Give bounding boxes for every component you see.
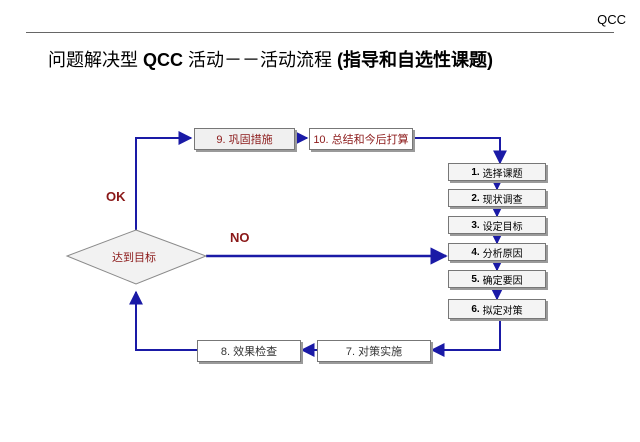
step-5-num: 5.: [471, 273, 480, 285]
step-5-box: 5. 确定要因: [448, 270, 546, 288]
arrow-ok-to-consolidate: [135, 131, 193, 230]
step-5-text: 确定要因: [482, 275, 523, 287]
summary-box: 10. 总结和今后打算: [309, 128, 413, 150]
arrow-summary-to-step1: [413, 137, 507, 165]
title-part-4: (指导和自选性课题): [337, 50, 494, 70]
step-1-text: 选择课题: [482, 168, 523, 180]
step-1-num: 1.: [471, 166, 480, 178]
title-part-3: 活动－－活动流程: [188, 50, 333, 70]
page-title: 问题解决型 QCC 活动－－活动流程 (指导和自选性课题): [48, 46, 493, 72]
step-2-box: 2. 现状调查: [448, 189, 546, 207]
decision-label: 达到目标: [112, 252, 156, 264]
decision-diamond: [65, 229, 208, 285]
step-4-num: 4.: [471, 246, 480, 258]
step-6-text: 拟定对策: [482, 305, 523, 317]
step-3-num: 3.: [471, 219, 480, 231]
step-3-text: 设定目标: [482, 221, 523, 233]
arrow-check-to-decision: [129, 290, 197, 351]
step-4-text: 分析原因: [482, 248, 523, 260]
header-divider: [26, 32, 614, 33]
step-3-box: 3. 设定目标: [448, 216, 546, 234]
step-2-num: 2.: [471, 192, 480, 204]
arrow-step6-to-implement: [430, 319, 501, 357]
step-4-box: 4. 分析原因: [448, 243, 546, 261]
implement-box: 7. 对策实施: [317, 340, 431, 362]
ok-label: OK: [106, 189, 126, 204]
consolidate-box: 9. 巩固措施: [194, 128, 295, 150]
title-part-2: QCC: [143, 50, 184, 70]
title-part-1: 问题解决型: [48, 50, 138, 70]
step-6-box: 6. 拟定对策: [448, 299, 546, 319]
check-box: 8. 效果检查: [197, 340, 301, 362]
header-tag: QCC: [597, 12, 626, 27]
no-label: NO: [230, 230, 250, 245]
step-2-text: 现状调查: [482, 194, 523, 206]
step-1-box: 1. 选择课题: [448, 163, 546, 181]
step-6-num: 6.: [471, 303, 480, 315]
